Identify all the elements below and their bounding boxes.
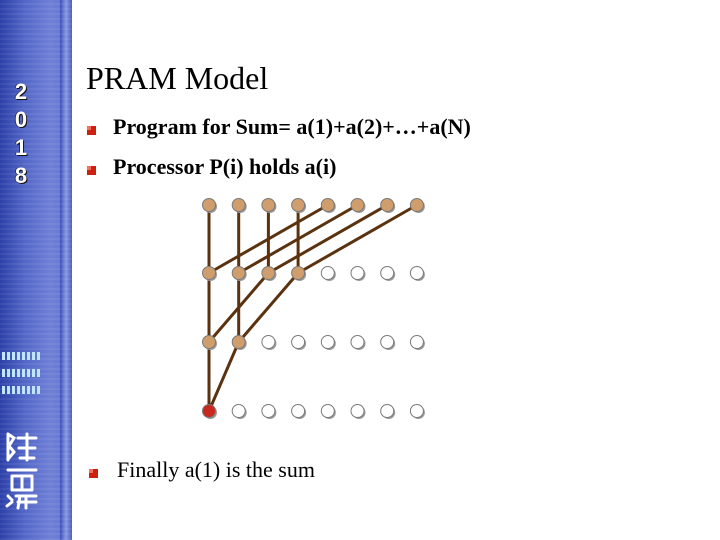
active-processor-node: [202, 198, 216, 212]
result-node: [202, 404, 216, 418]
year-digit: 8: [14, 163, 28, 188]
active-processor-node: [202, 335, 216, 349]
idle-processor-node: [261, 404, 276, 418]
sidebar-band: 2 0 1 8: [0, 0, 72, 540]
tree-edge-diagonal: [207, 340, 241, 413]
bullet-marker: [87, 166, 96, 175]
active-processor-node: [261, 266, 276, 280]
active-processor-node: [231, 266, 246, 280]
idle-processor-node: [320, 266, 335, 280]
idle-processor-node: [350, 335, 365, 349]
idle-processor-node: [320, 404, 335, 418]
active-processor-node: [350, 198, 365, 212]
active-processor-node: [261, 198, 276, 212]
bullet-marker: [87, 126, 96, 135]
tree-edge-diagonal: [296, 203, 419, 275]
idle-processor-node: [409, 266, 424, 280]
active-processor-node: [409, 198, 424, 212]
active-processor-node: [231, 335, 246, 349]
tree-edge-diagonal: [266, 203, 389, 275]
idle-processor-node: [231, 404, 246, 418]
slide-title: PRAM Model: [86, 60, 269, 96]
active-processor-node: [291, 198, 306, 212]
idle-processor-node: [291, 404, 306, 418]
author-logo: [5, 432, 38, 510]
year-digit: 1: [14, 135, 28, 160]
active-processor-node: [231, 198, 246, 212]
idle-processor-node: [350, 404, 365, 418]
idle-processor-node: [261, 335, 276, 349]
idle-processor-node: [380, 335, 395, 349]
bullet-text: Processor P(i) holds a(i): [113, 154, 337, 179]
dot-row: [2, 369, 42, 377]
active-processor-node: [202, 266, 216, 280]
idle-processor-node: [291, 335, 306, 349]
active-processor-node: [380, 198, 395, 212]
final-bullet-text: Finally a(1) is the sum: [117, 457, 315, 482]
active-processor-node: [320, 198, 335, 212]
decorative-dots: [2, 352, 42, 403]
dot-row: [2, 352, 42, 360]
idle-processor-node: [380, 266, 395, 280]
bullet-marker: [89, 469, 98, 478]
tree-edge-diagonal: [237, 271, 300, 344]
bullet-text: Program for Sum= a(1)+a(2)+…+a(N): [113, 114, 471, 139]
idle-processor-node: [320, 335, 335, 349]
idle-processor-node: [409, 335, 424, 349]
idle-processor-node: [350, 266, 365, 280]
year-digit: 2: [14, 79, 28, 104]
year-digits: 2 0 1 8: [2, 78, 40, 190]
idle-processor-node: [409, 404, 424, 418]
active-processor-node: [291, 266, 306, 280]
idle-processor-node: [380, 404, 395, 418]
year-digit: 0: [14, 107, 28, 132]
dot-row: [2, 386, 42, 394]
